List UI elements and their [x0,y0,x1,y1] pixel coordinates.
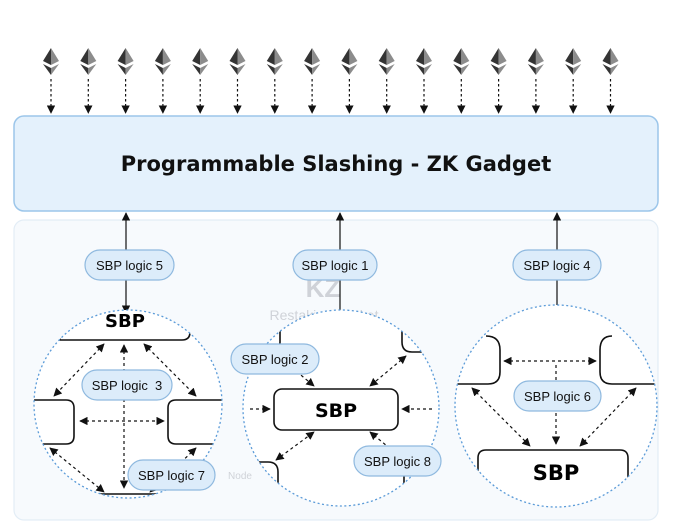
logic-pill-2-label: SBP logic 2 [242,352,309,367]
ethereum-icon [565,48,582,75]
gadget-title: Programmable Slashing - ZK Gadget [121,152,551,176]
logic-pill-3: SBP logic 3 [81,369,173,401]
eth-to-gadget-arrows [46,79,615,114]
logic-pill-4: SBP logic 4 [512,249,602,281]
eth-icon-row [43,48,619,75]
logic-pill-7-label: SBP logic 7 [138,468,205,483]
ethereum-icon [527,48,544,75]
node-box-left-west [34,399,75,445]
node-box-left-east [167,399,222,445]
logic-pill-1-label: SBP logic 1 [302,258,369,273]
sbp-cluster-left: SBP [33,309,223,499]
ethereum-icon [80,48,97,75]
corner-box-right-tl [455,335,501,385]
logic-pill-8-label: SBP logic 8 [364,454,431,469]
corner-box-middle-tr [401,310,439,353]
sbp-cluster-right-border [454,304,658,508]
sbp-box-right [477,449,629,500]
ethereum-icon [416,48,432,75]
ethereum-icon [266,48,283,75]
sbp-cluster-middle-border [242,309,440,507]
zk-gadget-box [13,115,659,212]
ethereum-icon [341,48,358,75]
logic-pill-5: SBP logic 5 [84,249,175,281]
ethereum-icon [304,48,321,75]
ethereum-icon [192,48,209,75]
sbp-label-left: SBP [105,311,145,332]
logic-pills: SBP logic 5 SBP logic 1 SBP logic 4 SBP … [81,249,602,491]
ethereum-icon [43,48,59,75]
logic-pill-7: SBP logic 7 [127,459,216,491]
ethereum-icon [490,48,507,75]
ethereum-icon [602,48,619,75]
ethereum-icon [453,48,470,75]
ethereum-icon [229,48,246,75]
logic-pill-6-label: SBP logic 6 [524,389,591,404]
logic-pill-1: SBP logic 1 [292,249,378,281]
logic-pill-5-label: SBP logic 5 [96,258,163,273]
sbp-box-middle [273,388,399,431]
ethereum-icon [154,48,171,75]
ethereum-icon [117,48,134,75]
logic-pill-4-label: SBP logic 4 [524,258,591,273]
corner-box-middle-bl [243,461,279,506]
watermark-node-label: Node [228,471,252,482]
sbp-label-right: SBP [533,461,580,485]
sbp-cluster-left-border [33,309,223,499]
logic-pill-3-label: SBP logic 3 [92,378,163,393]
logic-pill-6: SBP logic 6 [513,380,602,412]
corner-box-right-tr [599,335,657,385]
ethereum-icon [378,48,395,75]
logic-pill-2: SBP logic 2 [230,343,320,375]
logic-pill-8: SBP logic 8 [353,445,442,477]
sbp-label-middle: SBP [315,400,357,422]
